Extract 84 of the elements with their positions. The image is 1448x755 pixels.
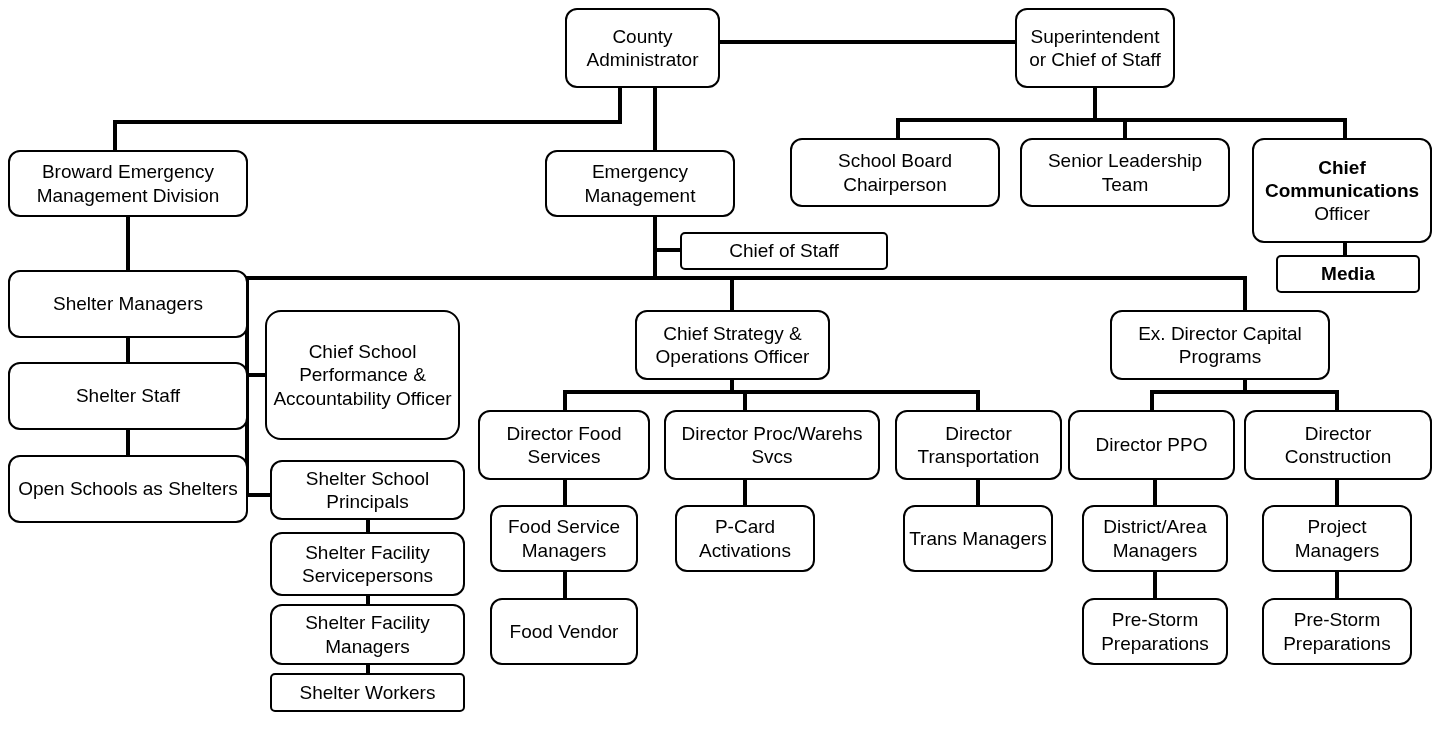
role-title: Chief Communications Officer <box>1263 155 1421 226</box>
org-box <box>490 598 638 665</box>
org-box <box>8 150 248 217</box>
connector-line <box>126 338 130 362</box>
org-box <box>1015 8 1175 88</box>
role-title: Shelter Facility Servicepersons <box>301 540 434 588</box>
org-box <box>1262 598 1412 665</box>
role-title: Chief of Staff <box>729 239 839 263</box>
role-title: Chief Strategy & Operations Officer <box>654 321 811 369</box>
connector-line <box>1335 480 1339 505</box>
org-box <box>545 150 735 217</box>
org-box <box>895 410 1062 480</box>
role-title: Director Transportation <box>916 421 1041 469</box>
connector-line <box>1153 572 1157 598</box>
org-box <box>680 232 888 270</box>
role-title: District/Area Managers <box>1102 515 1208 562</box>
org-box <box>8 362 248 430</box>
org-box <box>8 455 248 523</box>
role-title: Director Food Services <box>505 421 623 469</box>
role-title: Project Managers <box>1293 515 1381 562</box>
role-title: Shelter Facility Managers <box>304 611 431 658</box>
connector-line <box>1243 380 1339 410</box>
connector-line <box>126 430 130 455</box>
org-box <box>664 410 880 480</box>
role-title: Shelter Workers <box>299 680 436 705</box>
org-box <box>675 505 815 572</box>
connector-line <box>1343 243 1347 255</box>
role-title: Pre-Storm Preparations <box>1282 608 1392 655</box>
connector-line <box>653 88 657 150</box>
org-box <box>1068 410 1235 480</box>
role-title: Ex. Director Capital Programs <box>1137 321 1303 369</box>
connector-line <box>976 480 980 505</box>
role-title: Director PPO <box>1095 433 1208 457</box>
org-box <box>635 310 830 380</box>
role-title: County Administrator <box>585 24 700 72</box>
connector-line <box>1335 572 1339 598</box>
role-title: Chief School Performance & Accountability Officer <box>272 340 453 410</box>
org-box <box>270 460 465 520</box>
role-title: Director Construction <box>1283 421 1393 469</box>
org-box <box>270 532 465 596</box>
connector-line <box>366 520 370 532</box>
org-box <box>490 505 638 572</box>
org-box <box>565 8 720 88</box>
role-title: Superintendent or Chief of Staff <box>1028 24 1162 72</box>
role-title: Open Schools as Shelters <box>18 477 238 501</box>
connector-line <box>1153 480 1157 505</box>
connector-line <box>743 480 747 505</box>
org-box <box>1110 310 1330 380</box>
role-title: Shelter Staff <box>75 384 181 408</box>
org-box <box>790 138 1000 207</box>
org-box <box>1262 505 1412 572</box>
org-box <box>270 604 465 665</box>
role-title: Shelter Managers <box>53 292 203 316</box>
role-title: Broward Emergency Management Division <box>35 160 221 207</box>
role-title: P-Card Activations <box>698 515 792 562</box>
connector-line <box>126 217 130 270</box>
role-title: Media <box>1321 262 1375 286</box>
org-box <box>1082 598 1228 665</box>
org-box <box>1276 255 1420 293</box>
connector-line <box>366 596 370 604</box>
role-title: Food Service Managers <box>507 515 621 562</box>
org-box <box>1020 138 1230 207</box>
role-title: Food Vendor <box>509 619 619 644</box>
org-box <box>903 505 1053 572</box>
role-title: School Board Chairperson <box>836 149 954 196</box>
connector-line <box>563 572 567 598</box>
connector-line <box>730 380 980 410</box>
connector-line <box>720 40 1015 44</box>
org-box <box>1252 138 1432 243</box>
role-title: Senior Leadership Team <box>1046 149 1204 196</box>
connector-line <box>366 665 370 673</box>
role-title: Emergency Management <box>583 160 697 207</box>
role-title: Director Proc/Warehs Svcs <box>680 421 864 469</box>
org-box <box>478 410 650 480</box>
org-box <box>1244 410 1432 480</box>
org-box <box>8 270 248 338</box>
org-box <box>1082 505 1228 572</box>
org-box <box>265 310 460 440</box>
role-title: Shelter School Principals <box>304 466 431 514</box>
connector-line <box>113 88 622 150</box>
role-title: Trans Managers <box>909 526 1047 551</box>
role-title: Pre-Storm Preparations <box>1100 608 1210 655</box>
org-box <box>270 673 465 712</box>
connector-line <box>563 480 567 505</box>
